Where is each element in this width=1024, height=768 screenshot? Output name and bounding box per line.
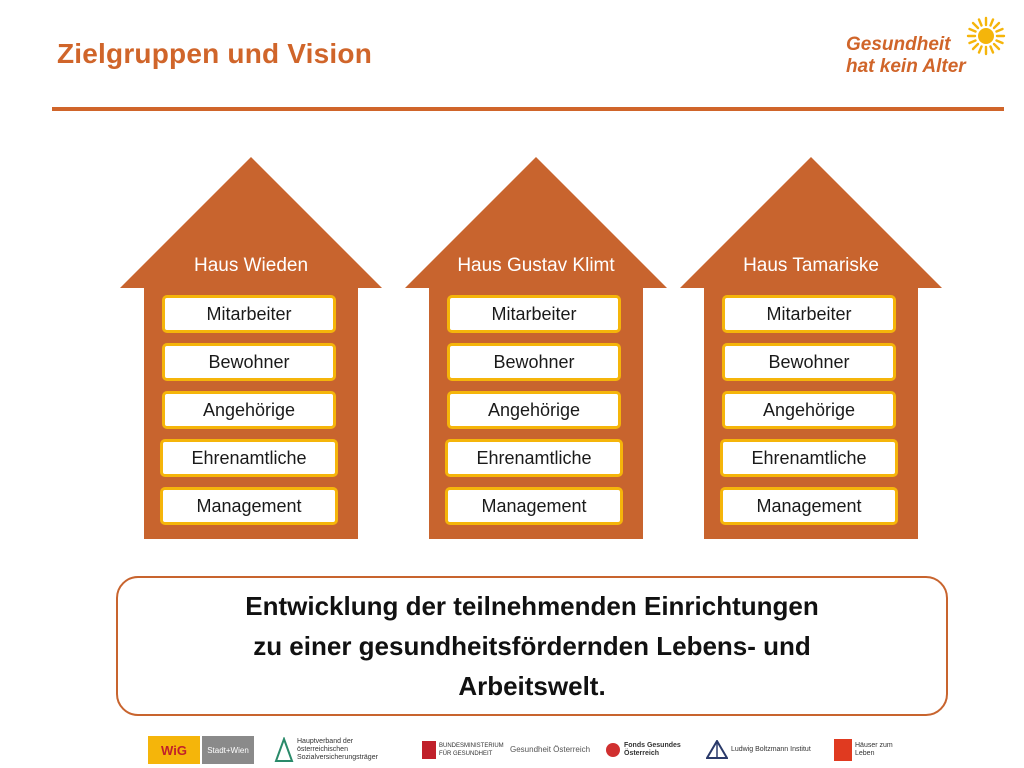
target-group-box: Management: [720, 487, 898, 525]
wig-logo-text: WiG: [161, 742, 187, 758]
brand-logo: Gesundheit hat kein Alter: [846, 34, 1016, 78]
sun-icon: [966, 16, 1006, 56]
target-group-box: Management: [445, 487, 623, 525]
hauptverband-icon: [274, 737, 294, 762]
target-group-box: Bewohner: [722, 343, 896, 381]
house-name: Haus Tamariske: [743, 255, 879, 276]
bmg-icon: [422, 741, 436, 759]
vision-statement: Entwicklung der teilnehmenden Einrichtun…: [245, 586, 819, 706]
target-group-box: Bewohner: [447, 343, 621, 381]
target-group-box: Ehrenamtliche: [160, 439, 338, 477]
lbi-logo-text: Ludwig Boltzmann Institut: [731, 746, 811, 753]
fgoe-logo-text: Fonds Gesundes Österreich: [624, 742, 681, 757]
hauptverband-logo-text: Hauptverband der österreichischen Sozial…: [297, 738, 378, 761]
bmg-logo: BUNDESMINISTERIUM FÜR GESUNDHEIT: [422, 736, 504, 764]
vision-line-1: Entwicklung der teilnehmenden Einrichtun…: [245, 591, 819, 621]
haeuser-zum-leben-logo: Häuser zum Leben: [834, 736, 898, 764]
slide-title: Zielgruppen und Vision: [57, 38, 372, 69]
goeg-logo-text: Gesundheit Österreich: [510, 745, 591, 754]
target-group-box: Mitarbeiter: [162, 295, 336, 333]
fgoe-logo: Fonds Gesundes Österreich: [606, 736, 690, 764]
target-group-box: Angehörige: [162, 391, 336, 429]
stadt-wien-logo-text: Stadt+Wien: [207, 745, 249, 755]
wig-logo: WiG: [148, 736, 200, 764]
target-group-box: Management: [160, 487, 338, 525]
house-name: Haus Gustav Klimt: [457, 255, 615, 276]
title-divider: [52, 107, 1004, 111]
house-gustav-klimt: Haus Gustav Klimt Mitarbeiter Bewohner A…: [405, 157, 667, 539]
lbi-icon: [706, 740, 728, 759]
target-group-box: Mitarbeiter: [722, 295, 896, 333]
bmg-logo-text: BUNDESMINISTERIUM FÜR GESUNDHEIT: [439, 743, 504, 757]
brand-line-2: hat kein Alter: [846, 56, 966, 77]
hauptverband-logo: Hauptverband der österreichischen Sozial…: [274, 736, 404, 764]
haeuser-zum-leben-logo-text: Häuser zum Leben: [855, 742, 893, 757]
house-name: Haus Wieden: [193, 255, 309, 276]
target-group-box: Ehrenamtliche: [720, 439, 898, 477]
partner-logos-bar: WiG Stadt+Wien Hauptverband der österrei…: [140, 732, 900, 768]
fgoe-icon: [606, 743, 620, 757]
target-group-box: Ehrenamtliche: [445, 439, 623, 477]
vision-box: Entwicklung der teilnehmenden Einrichtun…: [116, 576, 948, 716]
vision-line-3: Arbeitswelt.: [458, 671, 606, 701]
lbi-logo: Ludwig Boltzmann Institut: [706, 736, 822, 764]
stadt-wien-logo: Stadt+Wien: [202, 736, 254, 764]
brand-line-1: Gesundheit: [846, 34, 951, 55]
haeuser-zum-leben-icon: [834, 739, 852, 761]
house-tamariske: Haus Tamariske Mitarbeiter Bewohner Ange…: [680, 157, 942, 539]
goeg-logo: Gesundheit Österreich: [510, 736, 598, 764]
target-group-box: Bewohner: [162, 343, 336, 381]
house-wieden: Haus Wieden Mitarbeiter Bewohner Angehör…: [120, 157, 382, 539]
target-group-box: Mitarbeiter: [447, 295, 621, 333]
target-group-box: Angehörige: [722, 391, 896, 429]
vision-line-2: zu einer gesundheitsfördernden Lebens- u…: [253, 631, 811, 661]
target-group-box: Angehörige: [447, 391, 621, 429]
